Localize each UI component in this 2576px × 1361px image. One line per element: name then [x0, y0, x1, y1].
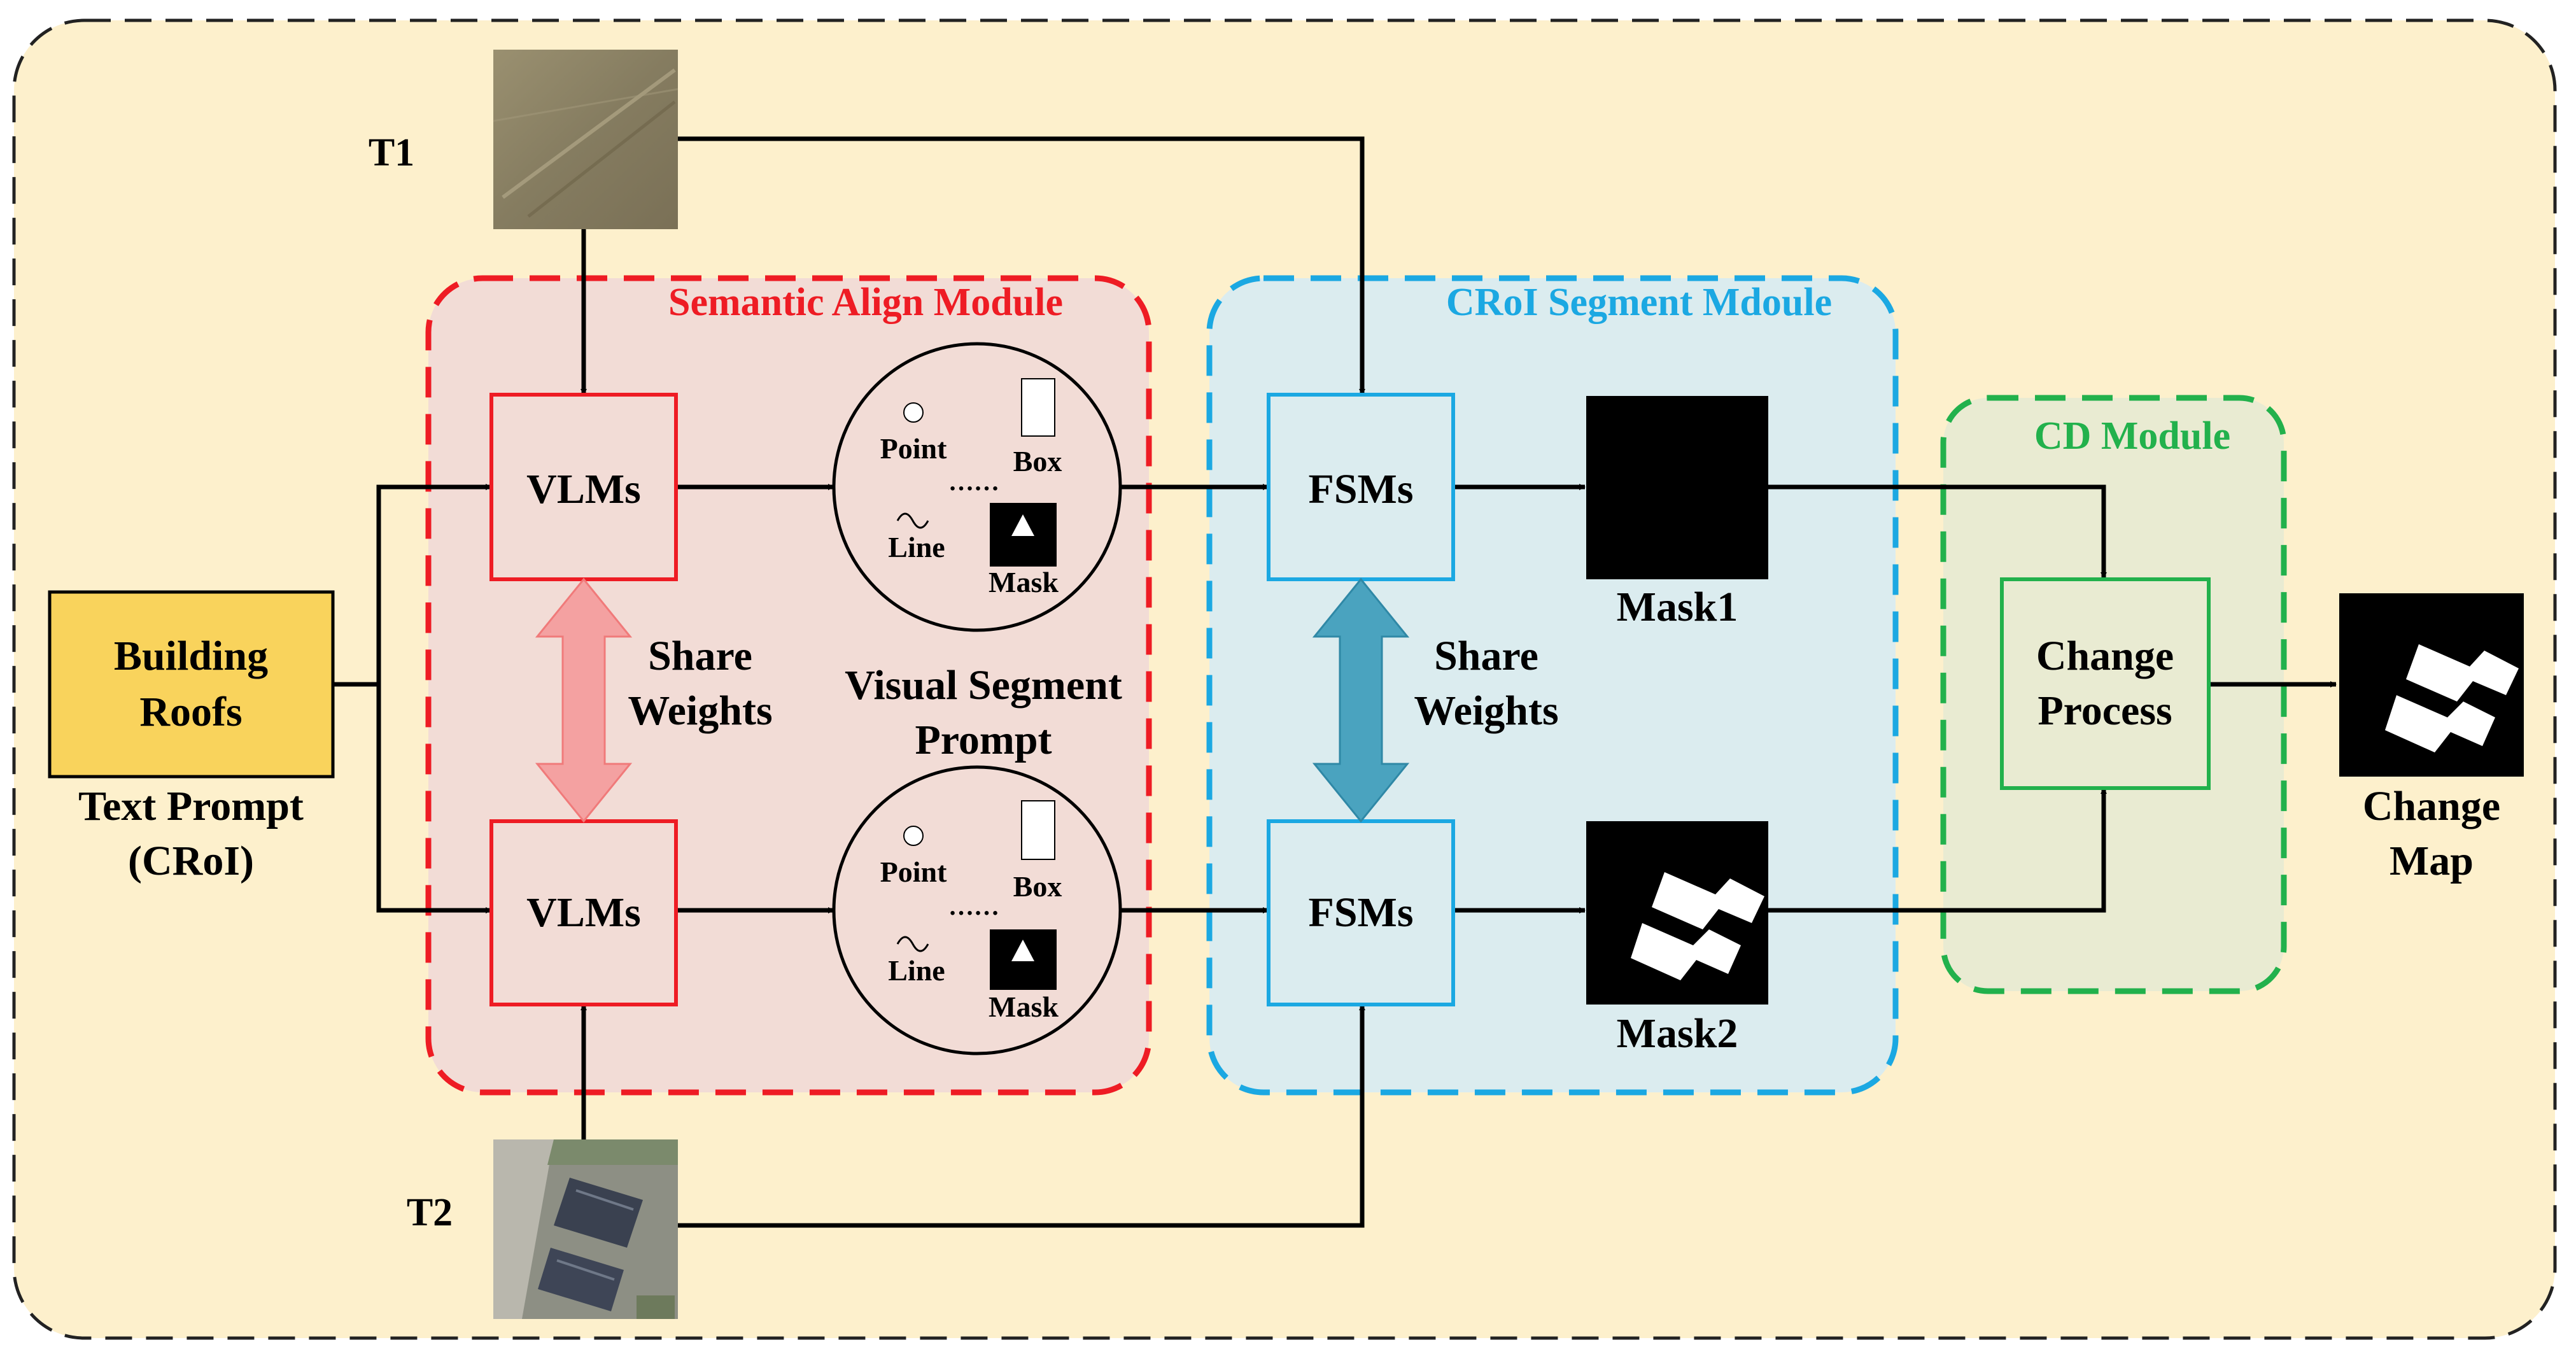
fsms-top-box [1267, 393, 1455, 581]
semantic-share-weights-line1: Share [648, 633, 752, 679]
point-icon [903, 402, 924, 423]
arrow-prompt-to-vlms-bottom [376, 684, 492, 913]
prompt-mask-label-bottom: Mask [989, 991, 1059, 1023]
mask2-label: Mask2 [1617, 1010, 1738, 1057]
line-icon [896, 512, 929, 529]
t1-label: T1 [369, 131, 414, 174]
text-prompt-box-line1: Building [114, 633, 268, 679]
change-process-line2: Process [2038, 688, 2172, 734]
prompt-box-label-bottom: Box [1013, 870, 1062, 903]
arrow-mask1-to-change-process [1768, 484, 2107, 579]
vlms-bottom-box [489, 819, 678, 1006]
arrow-t2-to-fsms [678, 1004, 1365, 1228]
fsms-bottom-box [1267, 819, 1455, 1006]
croi-share-weights-line1: Share [1434, 633, 1538, 679]
t2-satellite-image [493, 1139, 678, 1319]
point-icon [903, 826, 924, 846]
change-map-caption-line1: Change [2363, 783, 2500, 829]
change-map-image [2339, 593, 2524, 777]
change-map-caption-line2: Map [2389, 838, 2474, 884]
arrow-prompt-to-vlms-top [333, 484, 492, 687]
arrow-t1-to-fsms [678, 136, 1365, 395]
visual-segment-prompt-line1: Visual Segment [845, 662, 1122, 709]
box-icon [1021, 378, 1055, 437]
visual-prompt-circle-bottom: Point Box …… Line Mask [832, 765, 1122, 1055]
visual-prompt-circle-top: Point Box …… Line Mask [832, 342, 1122, 632]
prompt-point-label-bottom: Point [880, 856, 947, 888]
prompt-line-label-bottom: Line [888, 954, 945, 987]
arrow-mask2-to-change-process [1768, 787, 2107, 913]
prompt-box-label-top: Box [1013, 445, 1062, 477]
ellipsis-dots: …… [948, 467, 999, 496]
prompt-point-label-top: Point [880, 432, 947, 465]
vlms-bottom-label: VLMs [526, 889, 641, 936]
visual-segment-prompt-line2: Prompt [915, 717, 1052, 763]
mask1-label: Mask1 [1617, 584, 1738, 630]
text-prompt-box-line2: Roofs [139, 689, 242, 735]
prompt-line-label-top: Line [888, 531, 945, 563]
cd-module-title: CD Module [2034, 414, 2230, 458]
text-prompt-caption-line2: (CRoI) [128, 838, 254, 884]
vlms-top-label: VLMs [526, 466, 641, 512]
ellipsis-dots: …… [948, 892, 999, 920]
mask2-image [1586, 821, 1768, 1005]
semantic-align-module-title: Semantic Align Module [668, 281, 1063, 324]
croi-share-weights-line2: Weights [1414, 688, 1558, 734]
vlms-top-box [489, 393, 678, 581]
text-prompt-box [48, 590, 335, 779]
text-prompt-caption-line1: Text Prompt [78, 783, 304, 829]
change-process-box [2000, 577, 2211, 790]
box-icon [1021, 800, 1055, 860]
croi-segment-module-title: CRoI Segment Mdoule [1446, 281, 1832, 324]
change-process-line1: Change [2036, 633, 2174, 679]
t2-label: T2 [407, 1191, 453, 1234]
share-weights-arrow-blue [1312, 577, 1410, 823]
fsms-top-label: FSMs [1309, 466, 1414, 512]
connectors [333, 136, 2337, 1228]
fsms-bottom-label: FSMs [1309, 889, 1414, 936]
semantic-share-weights-line2: Weights [628, 688, 772, 734]
t1-satellite-image [493, 50, 679, 229]
mask1-image [1586, 396, 1768, 579]
share-weights-arrow-red [535, 577, 633, 823]
prompt-mask-label-top: Mask [989, 566, 1059, 598]
line-icon [896, 936, 929, 952]
